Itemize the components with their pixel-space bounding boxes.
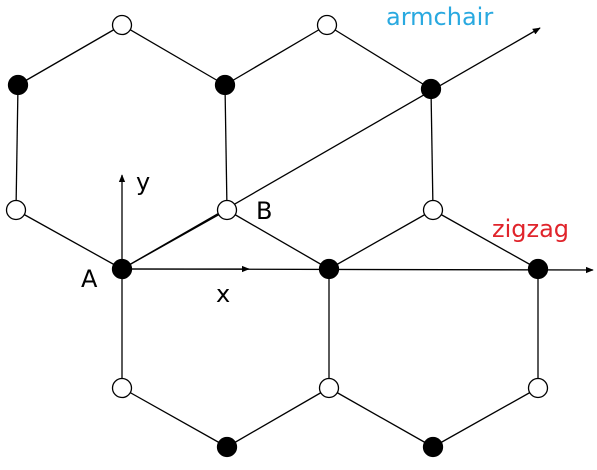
- atom-open: [316, 14, 338, 36]
- x-axis-label: x: [216, 280, 230, 308]
- atom-filled: [318, 258, 340, 280]
- atom-open: [216, 199, 238, 221]
- atom-filled: [420, 78, 442, 100]
- bond: [226, 387, 330, 448]
- zigzag-label: zigzag: [492, 215, 569, 243]
- atom-open: [5, 199, 27, 221]
- bond: [15, 209, 123, 270]
- atom-open: [527, 377, 549, 399]
- atom-open: [111, 14, 133, 36]
- atom-filled: [214, 74, 236, 96]
- atom-filled: [111, 258, 133, 280]
- bond: [328, 387, 434, 448]
- atom-filled: [527, 258, 549, 280]
- atom-open: [111, 377, 133, 399]
- bond: [15, 84, 19, 211]
- sublattice-a-atoms: [7, 74, 549, 458]
- site-a-label: A: [81, 265, 98, 293]
- atom-filled: [216, 436, 238, 458]
- bond: [328, 209, 434, 270]
- armchair-label: armchair: [386, 3, 493, 31]
- sublattice-b-atoms: [5, 14, 549, 399]
- y-axis-label: y: [136, 168, 150, 196]
- bond: [432, 209, 539, 270]
- bond: [121, 24, 226, 86]
- bond: [224, 84, 228, 211]
- atom-open: [318, 377, 340, 399]
- bonds: [15, 24, 539, 448]
- bond: [430, 88, 434, 211]
- atom-open: [422, 199, 444, 221]
- bond: [326, 24, 432, 90]
- bond: [226, 209, 330, 270]
- site-b-label: B: [256, 197, 272, 225]
- bond: [432, 387, 539, 448]
- atom-filled: [422, 436, 444, 458]
- bond: [17, 24, 123, 86]
- bond: [224, 24, 328, 86]
- armchair-arrow: [121, 27, 541, 270]
- atom-filled: [7, 74, 29, 96]
- bond: [121, 387, 228, 448]
